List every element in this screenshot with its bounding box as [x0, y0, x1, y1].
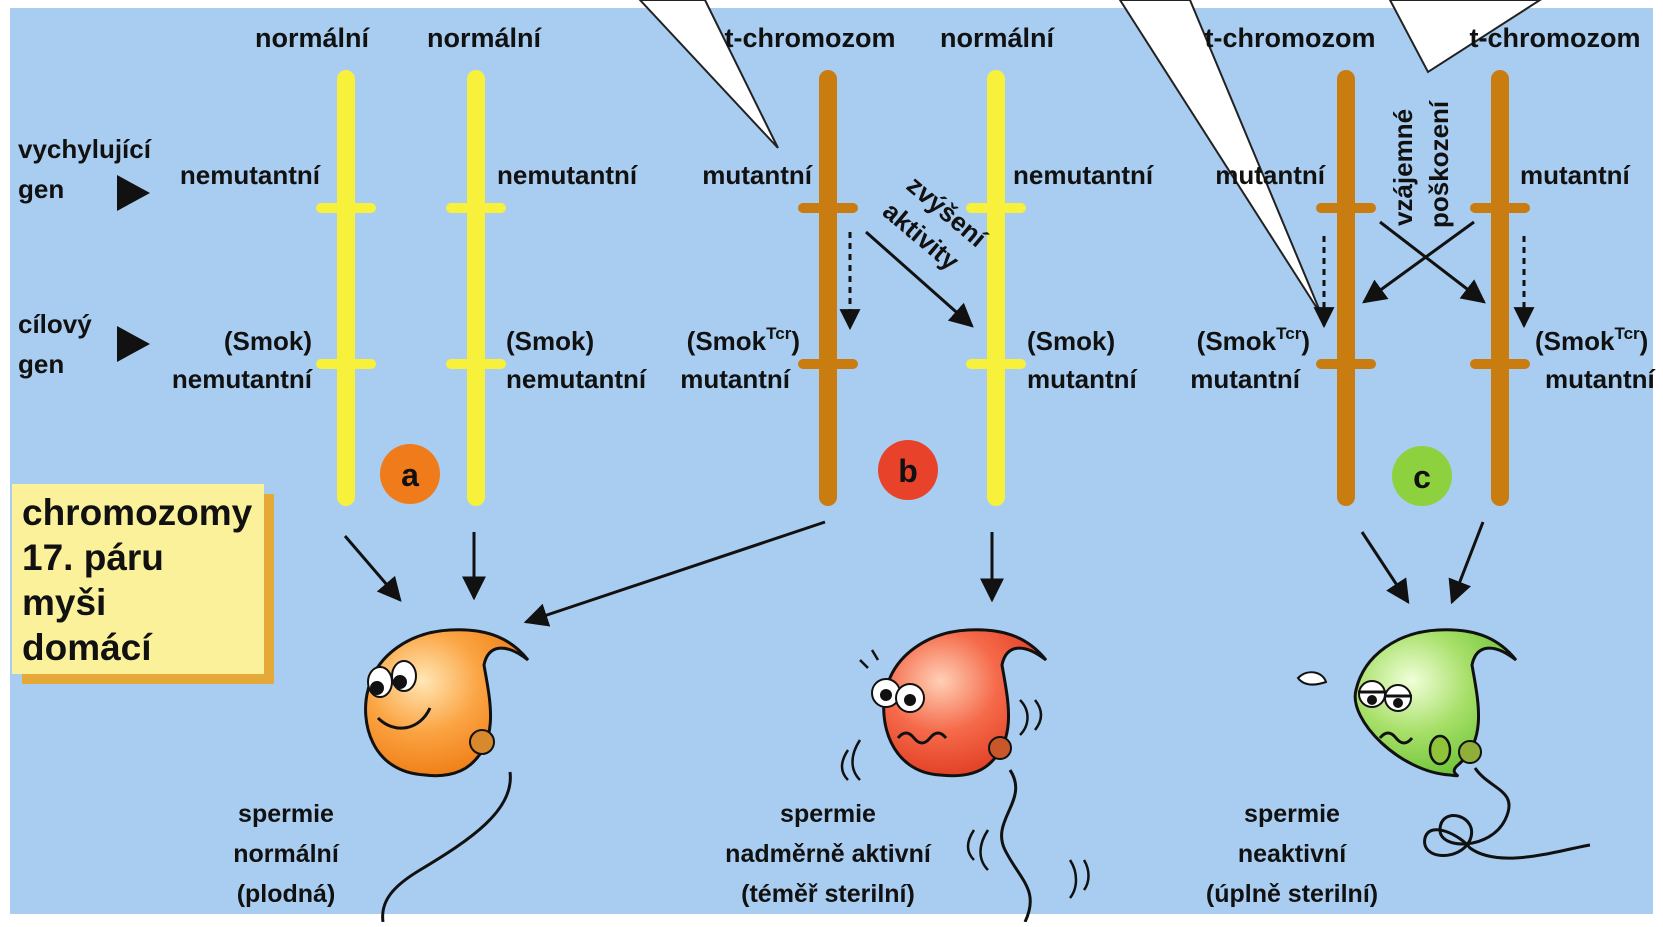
- row-label-distorter-2: gen: [18, 174, 64, 204]
- target-state-col1: nemutantní: [172, 364, 313, 394]
- distorter-state-col3: mutantní: [702, 160, 813, 190]
- target-state-col3: mutantní: [680, 364, 791, 394]
- badge-b: b: [878, 440, 938, 500]
- target-name-col1: (Smok): [224, 326, 312, 356]
- note-line1: chromozomy: [22, 492, 253, 533]
- distorter-state-col1: nemutantní: [180, 160, 321, 190]
- badge-c-label: c: [1413, 459, 1431, 495]
- caption-a-3: (plodná): [237, 880, 336, 908]
- caption-b-1: spermie: [780, 800, 876, 828]
- target-state-col4: mutantní: [1027, 364, 1138, 394]
- note-line3: myši: [22, 582, 106, 623]
- caption-a-2: normální: [233, 840, 340, 868]
- target-state-col5: mutantní: [1190, 364, 1301, 394]
- caption-b-3: (téměř sterilní): [741, 880, 915, 908]
- caption-c-2: neaktivní: [1238, 840, 1347, 868]
- target-name-col2: (Smok): [506, 326, 594, 356]
- row-label-target-1: cílový: [18, 309, 92, 339]
- note-box: chromozomy 17. páru myši domácí: [12, 484, 274, 684]
- target-name-col4: (Smok): [1027, 326, 1115, 356]
- header-col2: normální: [427, 23, 543, 53]
- header-col1: normální: [255, 23, 371, 53]
- header-col3: t-chromozom: [725, 23, 896, 53]
- header-col4: normální: [940, 23, 1056, 53]
- header-col5: t-chromozom: [1205, 23, 1376, 53]
- row-label-distorter-1: vychylující: [18, 134, 152, 164]
- distorter-state-col4: nemutantní: [1013, 160, 1154, 190]
- header-col6: t-chromozom: [1470, 23, 1641, 53]
- badge-b-label: b: [898, 453, 918, 489]
- distorter-state-col6: mutantní: [1520, 160, 1631, 190]
- target-state-col6: mutantní: [1545, 364, 1656, 394]
- caption-a-1: spermie: [238, 800, 334, 828]
- distorter-state-col5: mutantní: [1215, 160, 1326, 190]
- annotation-mutual-2: poškození: [1424, 100, 1454, 228]
- badge-a: a: [380, 444, 440, 504]
- caption-b-2: nadměrně aktivní: [725, 840, 932, 868]
- badge-a-label: a: [401, 457, 419, 493]
- target-state-col2: nemutantní: [506, 364, 647, 394]
- badge-c: c: [1392, 446, 1452, 506]
- annotation-mutual-1: vzájemné: [1388, 109, 1418, 226]
- row-label-target-2: gen: [18, 349, 64, 379]
- caption-c-3: (úplně sterilní): [1206, 880, 1378, 908]
- caption-c-1: spermie: [1244, 800, 1340, 828]
- distorter-state-col2: nemutantní: [497, 160, 638, 190]
- note-line4: domácí: [22, 627, 153, 668]
- note-line2: 17. páru: [22, 537, 164, 578]
